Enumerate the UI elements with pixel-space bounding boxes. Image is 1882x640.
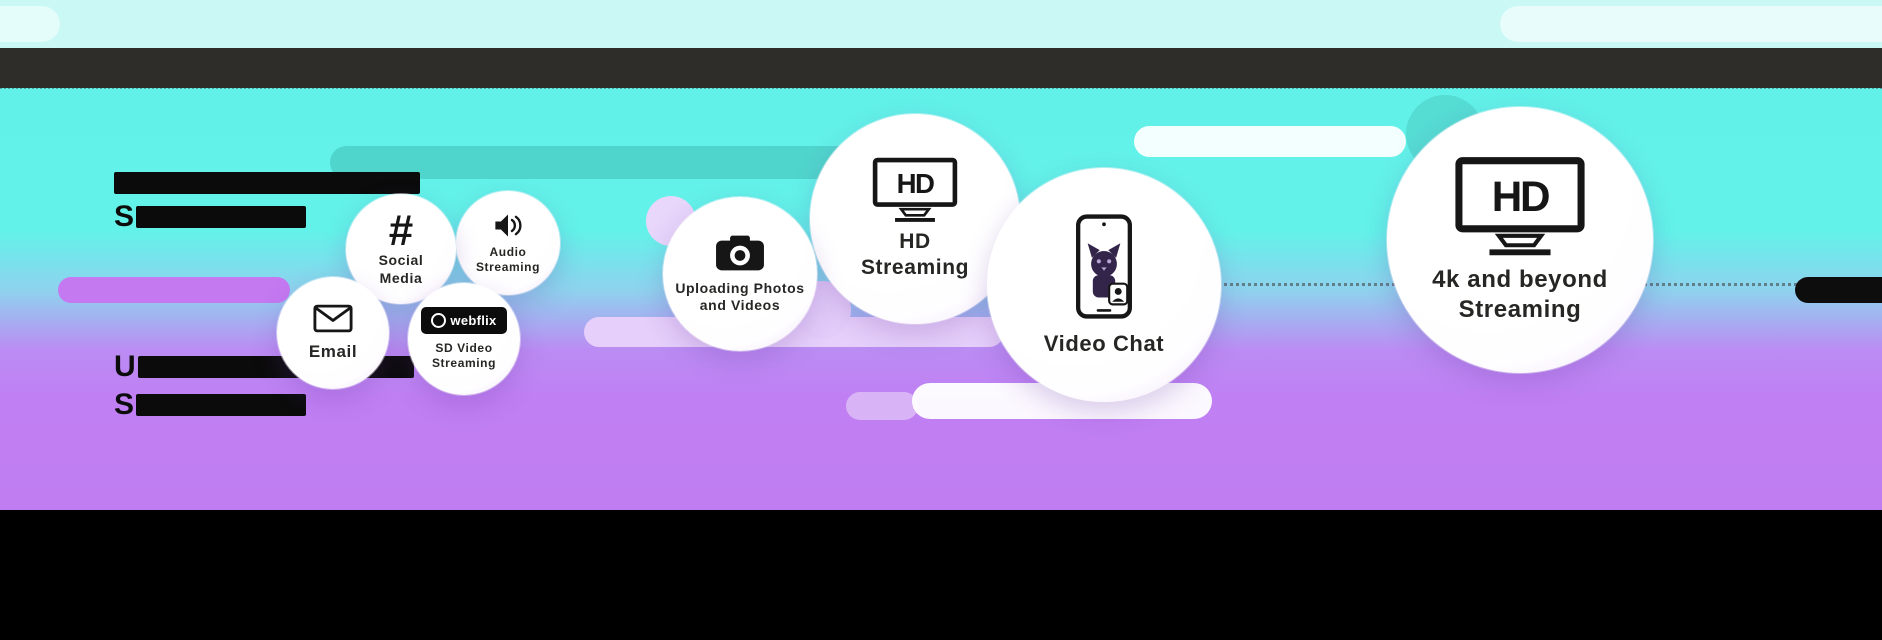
webflix-logo-icon: webflix: [421, 307, 507, 334]
bubble-sd-video-streaming: webflix SD Video Streaming: [408, 283, 520, 395]
tv-screen-text: HD: [897, 168, 934, 199]
redacted-text-block-1: S: [114, 172, 420, 232]
bubble-label: 4k and beyond Streaming: [1432, 265, 1608, 323]
hashtag-icon: #: [388, 205, 414, 255]
envelope-icon: [313, 304, 353, 333]
top-strip: [0, 0, 1882, 48]
dotted-line-top: [0, 87, 1882, 89]
webflix-ring-icon: [431, 313, 447, 328]
redacted-line: S: [114, 202, 420, 232]
bubble-label: SD Video Streaming: [431, 341, 497, 370]
bubble-label: Uploading Photos and Videos: [675, 279, 805, 314]
bubble-label: Video Chat: [1043, 330, 1165, 356]
tv-screen-text: HD: [1492, 173, 1549, 220]
redacted-line: S: [114, 390, 414, 420]
bubble-label: Audio Streaming: [475, 244, 541, 274]
decor-pill-lavender: [846, 392, 918, 420]
bubble-uploading-photos-and-videos: Uploading Photos and Videos: [663, 197, 817, 351]
decor-pill-white: [1134, 126, 1406, 157]
redacted-pill-right: [1795, 277, 1882, 303]
redacted-letter: S: [114, 388, 135, 421]
bubble-video-chat: Video Chat: [987, 168, 1221, 402]
hd-tv-icon: HD: [1454, 156, 1586, 257]
decor-pill-white: [1500, 6, 1882, 42]
bubble-label: HD Streaming: [860, 229, 970, 279]
header-bar: [0, 48, 1882, 88]
camera-icon: [714, 234, 766, 272]
redacted-bar: [136, 394, 307, 416]
redacted-line: [114, 172, 420, 194]
bubble-4k-and-beyond-streaming: HD 4k and beyond Streaming: [1387, 107, 1653, 373]
redacted-bar: [114, 172, 420, 194]
bubble-audio-streaming: Audio Streaming: [456, 191, 560, 295]
footer-band: [0, 510, 1882, 640]
hd-tv-icon: HD: [867, 157, 963, 223]
webflix-logo-text: webflix: [450, 313, 497, 328]
redacted-letter: U: [114, 350, 136, 383]
bubble-hd-streaming: HD HD Streaming: [810, 114, 1020, 324]
redacted-bar: [136, 206, 307, 228]
bubble-email: Email: [277, 277, 389, 389]
decor-pill-teal: [330, 146, 870, 179]
speaker-icon: [493, 212, 523, 239]
bubble-label: Email: [308, 341, 358, 361]
video-chat-phone-icon: [1073, 213, 1135, 320]
redacted-letter: S: [114, 200, 135, 233]
bubble-label: Social Media: [378, 252, 424, 286]
decor-pill-white: [0, 6, 60, 42]
decor-pill-purple: [58, 277, 290, 303]
